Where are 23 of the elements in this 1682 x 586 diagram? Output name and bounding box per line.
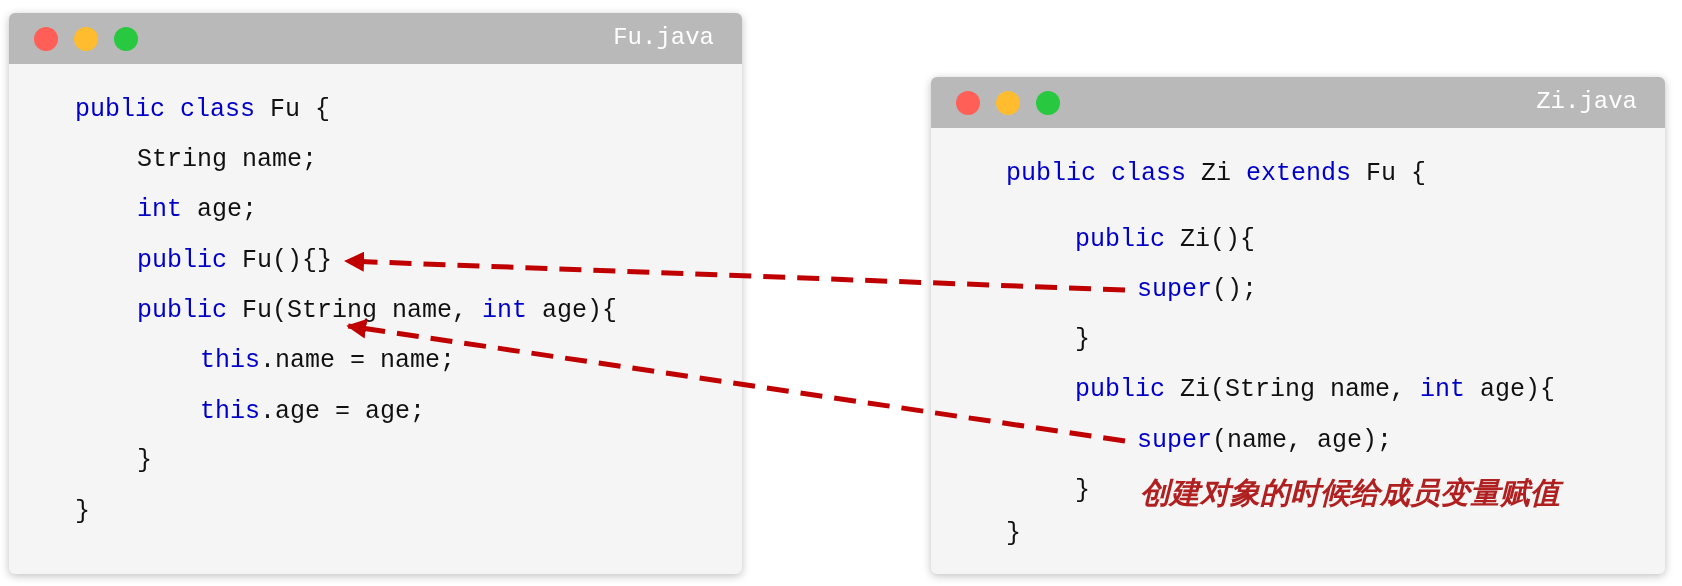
- code-line: public Zi(){: [1075, 225, 1256, 255]
- code-line: this.age = age;: [200, 397, 426, 427]
- file-name: Fu.java: [613, 24, 714, 51]
- code-window: [931, 77, 1665, 574]
- code-line: }: [75, 497, 90, 527]
- code-line: }: [137, 446, 152, 476]
- code-line: }: [1075, 476, 1090, 506]
- code-line: super(name, age);: [1137, 426, 1393, 456]
- code-line: }: [1075, 325, 1090, 355]
- code-line: super();: [1137, 275, 1258, 305]
- code-line: String name;: [137, 145, 318, 175]
- code-line: public Fu(){}: [137, 246, 333, 276]
- code-line: public Fu(String name, int age){: [137, 296, 618, 326]
- code-line: public class Fu {: [75, 95, 331, 125]
- code-line: public Zi(String name, int age){: [1075, 375, 1556, 405]
- dashed-arrow: [344, 251, 1126, 293]
- code-line: this.name = name;: [200, 346, 456, 376]
- file-name: Zi.java: [1536, 88, 1637, 115]
- code-window: [9, 13, 742, 574]
- code-line: int age;: [137, 195, 258, 225]
- code-line: }: [1006, 519, 1021, 549]
- dashed-arrow: [346, 318, 1126, 444]
- code-line: public class Zi extends Fu {: [1006, 159, 1427, 189]
